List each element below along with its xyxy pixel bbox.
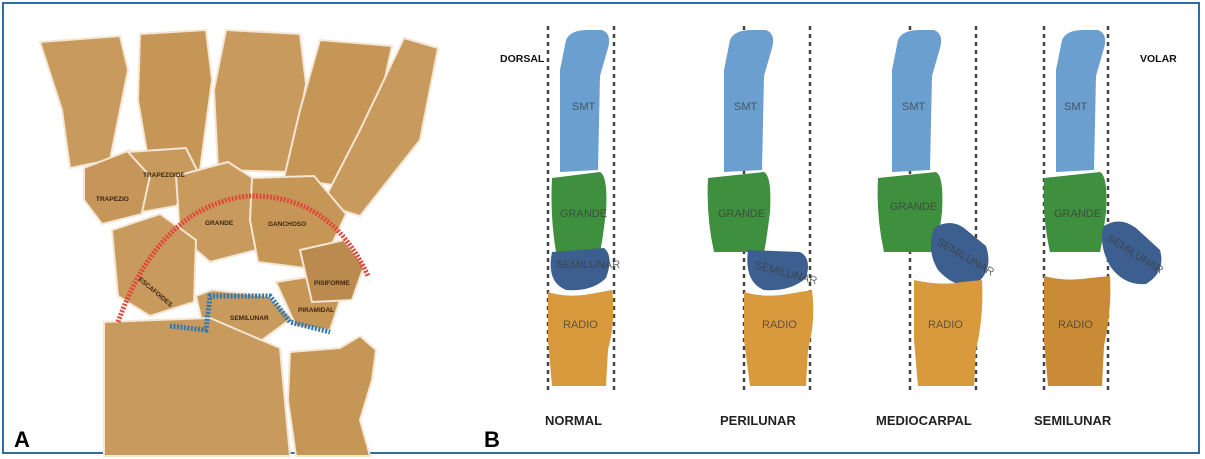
column-semilunar: SMT GRANDE SEMILUNAR RADIO SEMILUNAR [1034,26,1165,428]
column-mediocarpal: SMT GRANDE SEMILUNAR RADIO MEDIOCARPAL [876,26,996,428]
panel-b-letter: B [484,427,500,452]
radio-label: RADIO [563,319,598,331]
dorsal-label: DORSAL [500,53,545,65]
grande-label: GRANDE [205,220,234,227]
semilunar-label: SEMILUNAR [556,259,620,271]
smt-label: SMT [572,101,596,113]
grande-label: GRANDE [1054,208,1101,220]
caption-mediocarpal: MEDIOCARPAL [876,413,972,428]
smt-label: SMT [902,101,926,113]
radio-bone [1044,276,1110,386]
radio-bone [744,290,813,386]
semilunar-label: SEMILUNAR [230,315,269,322]
volar-label: VOLAR [1140,53,1177,65]
radio-label: RADIO [928,319,963,331]
ganchoso-label: GANCHOSO [268,221,306,228]
caption-perilunar: PERILUNAR [720,413,796,428]
trapezio-label: TRAPEZIO [96,196,129,203]
radio-label: RADIO [762,319,797,331]
caption-normal: NORMAL [545,413,602,428]
panel-a-letter: A [14,427,30,452]
smt-label: SMT [734,101,758,113]
column-normal: SMT GRANDE SEMILUNAR RADIO NORMAL [545,26,620,428]
grande-label: GRANDE [718,208,765,220]
pisiforme-label: PISIFORME [314,280,350,287]
radio-label: RADIO [1058,319,1093,331]
column-perilunar: SMT GRANDE SEMILUNAR RADIO PERILUNAR [708,26,819,428]
trapezoide-label: TRAPEZOIDE [143,172,186,179]
piramidal-label: PIRAMIDAL [298,307,334,314]
ulna-bone [288,336,376,456]
caption-semilunar: SEMILUNAR [1034,413,1112,428]
grande-label: GRANDE [890,201,937,213]
radio-bone [548,290,613,386]
grande-label: GRANDE [560,208,607,220]
panel-a-hand: TRAPEZIO TRAPEZOIDE GRANDE GANCHOSO ESCA… [40,30,438,456]
metacarpal-1 [40,36,128,168]
radio-bone [914,280,982,386]
smt-label: SMT [1064,101,1088,113]
